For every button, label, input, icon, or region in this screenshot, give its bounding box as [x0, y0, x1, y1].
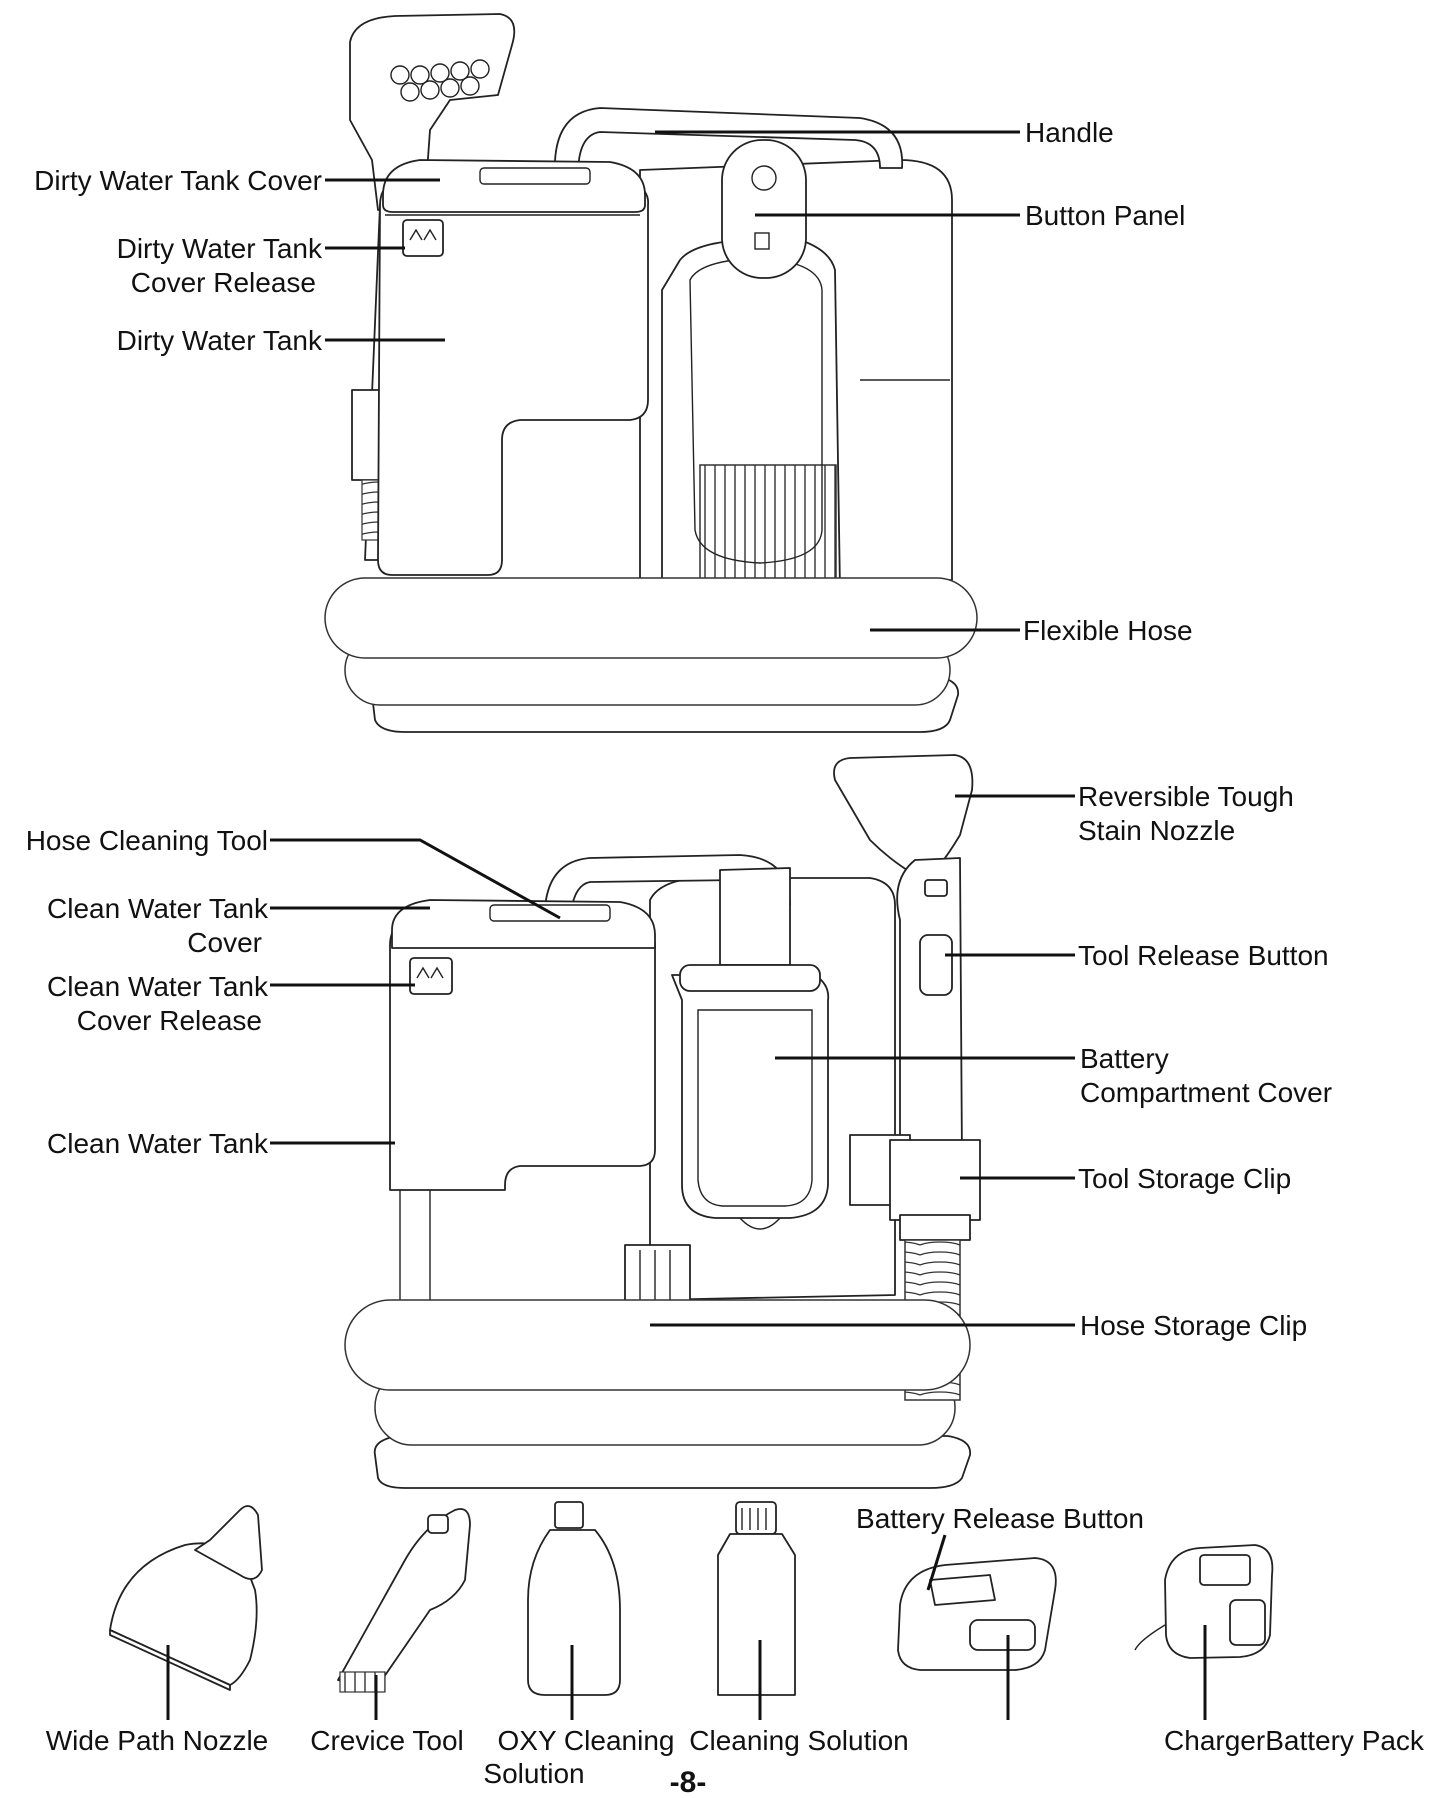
label-wide-path-nozzle: Wide Path Nozzle	[46, 1725, 269, 1756]
wide-path-nozzle-illustration	[109, 1505, 263, 1691]
label-dirty-water-tank-cover-release-line1: Dirty Water Tank	[117, 233, 323, 264]
label-hose-cleaning-tool: Hose Cleaning Tool	[26, 825, 268, 856]
label-flexible-hose: Flexible Hose	[1023, 615, 1193, 646]
label-clean-water-tank-cover-line2: Cover	[187, 927, 262, 958]
label-charger-battery-pack: ChargerBattery Pack	[1164, 1725, 1425, 1756]
top-machine-illustration	[324, 13, 978, 733]
label-handle: Handle	[1025, 117, 1114, 148]
battery-pack-illustration	[897, 1557, 1057, 1671]
label-tool-release-button: Tool Release Button	[1078, 940, 1329, 971]
label-battery-compartment-cover-line1: Battery	[1080, 1043, 1169, 1074]
charger-illustration	[1134, 1544, 1274, 1659]
label-cleaning-solution: Cleaning Solution	[689, 1725, 909, 1756]
label-dirty-water-tank-cover: Dirty Water Tank Cover	[34, 165, 322, 196]
label-reversible-nozzle-line1: Reversible Tough	[1078, 781, 1294, 812]
label-reversible-nozzle-line2: Stain Nozzle	[1078, 815, 1235, 846]
callout-labels: Handle Dirty Water Tank Cover Button Pan…	[26, 117, 1425, 1798]
label-clean-water-tank: Clean Water Tank	[47, 1128, 269, 1159]
crevice-tool-illustration	[337, 1508, 471, 1693]
oxy-cleaning-solution-bottle-illustration	[527, 1501, 621, 1696]
label-oxy-cleaning-solution-line1: OXY Cleaning	[498, 1725, 675, 1756]
label-clean-water-tank-cover-release-line2: Cover Release	[77, 1005, 262, 1036]
label-button-panel: Button Panel	[1025, 200, 1185, 231]
label-clean-water-tank-cover-release-line1: Clean Water Tank	[47, 971, 269, 1002]
label-dirty-water-tank: Dirty Water Tank	[117, 325, 323, 356]
cleaning-solution-bottle-illustration	[717, 1501, 796, 1696]
label-battery-compartment-cover-line2: Compartment Cover	[1080, 1077, 1332, 1108]
bottom-machine-illustration	[344, 754, 981, 1489]
label-dirty-water-tank-cover-release-line2: Cover Release	[131, 267, 316, 298]
page-number: -8-	[670, 1766, 707, 1798]
label-hose-storage-clip: Hose Storage Clip	[1080, 1310, 1307, 1341]
label-battery-release-button: Battery Release Button	[856, 1503, 1144, 1534]
leader-lines	[166, 130, 1207, 1720]
label-crevice-tool: Crevice Tool	[310, 1725, 464, 1756]
label-tool-storage-clip: Tool Storage Clip	[1078, 1163, 1291, 1194]
label-oxy-cleaning-solution-line2: Solution	[483, 1758, 584, 1789]
label-clean-water-tank-cover-line1: Clean Water Tank	[47, 893, 269, 924]
